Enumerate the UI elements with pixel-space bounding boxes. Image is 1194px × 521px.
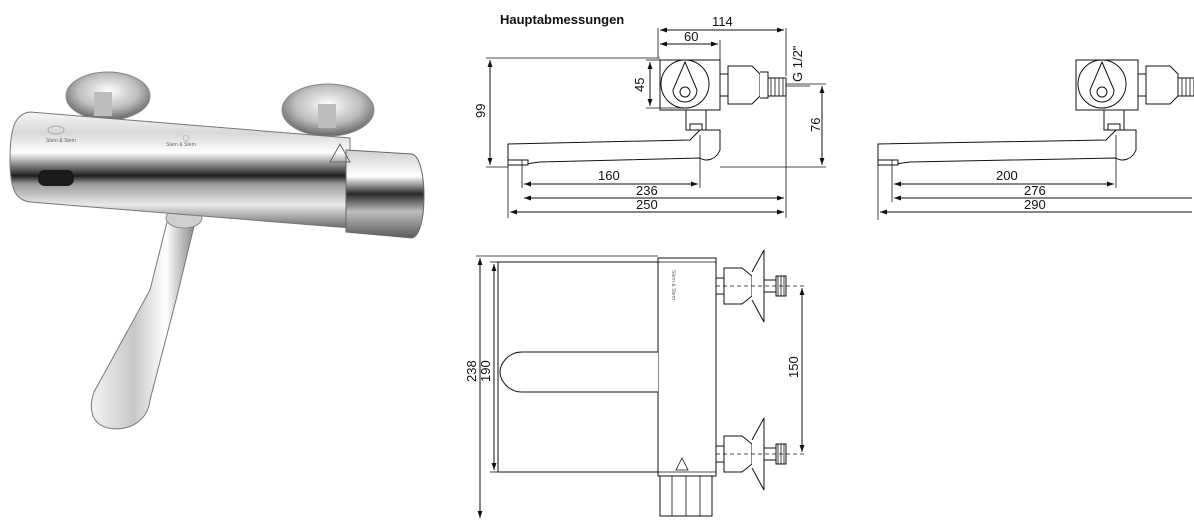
dim-150: 150 [786,356,801,378]
brand-logo-center-icon: Stern & Stern [166,134,196,148]
view-3-top-238: Stern & Stern [464,249,806,518]
thread-size-label: G 1/2" [790,45,805,82]
dim-200: 200 [996,168,1018,183]
product-photo: Stern & Stern Stern & Stern [9,71,425,430]
dim-250: 250 [636,197,658,212]
brand-logo-text-center: Stern & Stern [166,142,196,148]
mixer-body [9,111,351,229]
view-3-part: Stern & Stern [497,249,806,517]
spout [90,209,199,430]
view-1-side-250: Hauptabmessungen 114 60 [473,12,826,218]
end-cap [345,149,425,239]
dim-60: 60 [684,29,698,44]
dim-45: 45 [632,78,647,92]
sensor-window [38,170,74,186]
dim-238: 238 [464,360,479,382]
dim-99: 99 [473,104,488,118]
dim-290: 290 [1024,197,1046,212]
warning-triangle-icon [329,142,351,163]
view-3-logo-text: Stern & Stern [670,270,676,300]
view-2-side-290: 200 276 290 [877,59,1194,220]
view-3-warning-triangle-icon [675,457,689,471]
dim-276: 276 [1024,183,1046,198]
drawing-title: Hauptabmessungen [500,12,624,27]
dim-76: 76 [808,118,823,132]
dim-160: 160 [598,168,620,183]
brand-logo-icon: Stern & Stern [46,125,76,144]
brand-logo-text-left: Stern & Stern [46,138,76,144]
dim-114: 114 [712,14,733,29]
dim-190: 190 [478,360,493,382]
view-1-part [507,59,787,166]
dim-236: 236 [636,183,658,198]
view-2-part [877,59,1194,166]
